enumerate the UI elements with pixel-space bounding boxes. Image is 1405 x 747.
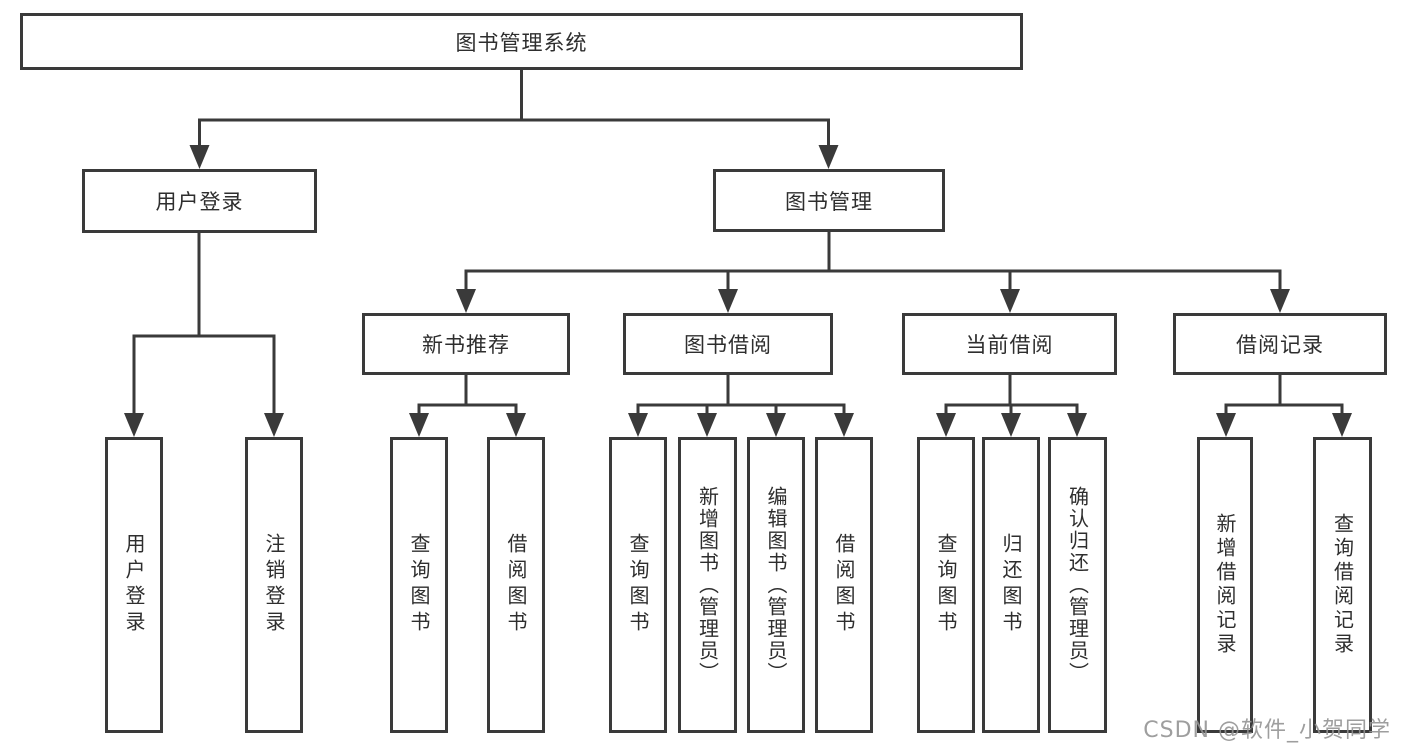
node-leaf-bb-add-books-admin: 新增图书（管理员） (678, 437, 737, 733)
node-leaf-cb-query-books: 查询图书 (917, 437, 975, 733)
node-leaf-user-login: 用户登录 (105, 437, 163, 733)
arrow-leaf-logout (264, 413, 284, 437)
node-leaf-br-query-record: 查询借阅记录 (1313, 437, 1372, 733)
node-user-login: 用户登录 (82, 169, 317, 233)
arrow-leaf-bb-edit-books (766, 413, 786, 437)
edge-root-split (198, 68, 830, 150)
node-book-borrow: 图书借阅 (623, 313, 833, 375)
arrow-new-book-recommend (456, 289, 476, 313)
edge-current-borrow-split (944, 373, 1079, 420)
node-leaf-bb-query-books: 查询图书 (609, 437, 667, 733)
node-leaf-logout: 注销登录 (245, 437, 303, 733)
arrow-leaf-bb-borrow-books (834, 413, 854, 437)
edge-book-management-split (464, 230, 1282, 295)
node-leaf-bb-borrow-books: 借阅图书 (815, 437, 873, 733)
node-leaf-br-add-record: 新增借阅记录 (1197, 437, 1253, 733)
node-leaf-rec-query-books: 查询图书 (390, 437, 448, 733)
arrow-book-borrow (718, 289, 738, 313)
edge-book-borrow-split (636, 373, 846, 420)
node-current-borrow: 当前借阅 (902, 313, 1117, 375)
arrow-borrow-records (1270, 289, 1290, 313)
arrow-leaf-cb-confirm-return (1067, 413, 1087, 437)
edge-user-login-split (132, 231, 276, 418)
node-book-management: 图书管理 (713, 169, 945, 232)
edge-new-book-recommend-split (417, 373, 518, 420)
arrow-leaf-cb-query-books (936, 413, 956, 437)
arrow-leaf-bb-query-books (628, 413, 648, 437)
node-leaf-bb-edit-books-admin: 编辑图书（管理员） (747, 437, 805, 733)
edge-borrow-records-split (1224, 373, 1344, 420)
arrow-leaf-br-query-record (1332, 413, 1352, 437)
arrow-leaf-cb-return-books (1001, 413, 1021, 437)
node-leaf-rec-borrow-books: 借阅图书 (487, 437, 545, 733)
watermark: CSDN @软件_小贺同学 (1143, 718, 1391, 743)
arrow-leaf-user-login (124, 413, 144, 437)
arrow-leaf-br-add-record (1216, 413, 1236, 437)
arrow-current-borrow (1000, 289, 1020, 313)
node-borrow-records: 借阅记录 (1173, 313, 1387, 375)
node-library-management-system: 图书管理系统 (20, 13, 1023, 70)
arrow-leaf-bb-add-books (697, 413, 717, 437)
arrow-user-login (189, 145, 210, 169)
arrow-leaf-rec-query-books (409, 413, 429, 437)
arrow-book-management (818, 145, 839, 169)
arrow-leaf-rec-borrow-books (506, 413, 526, 437)
node-leaf-cb-confirm-return-admin: 确认归还（管理员） (1048, 437, 1107, 733)
node-new-book-recommend: 新书推荐 (362, 313, 570, 375)
node-leaf-cb-return-books: 归还图书 (982, 437, 1040, 733)
